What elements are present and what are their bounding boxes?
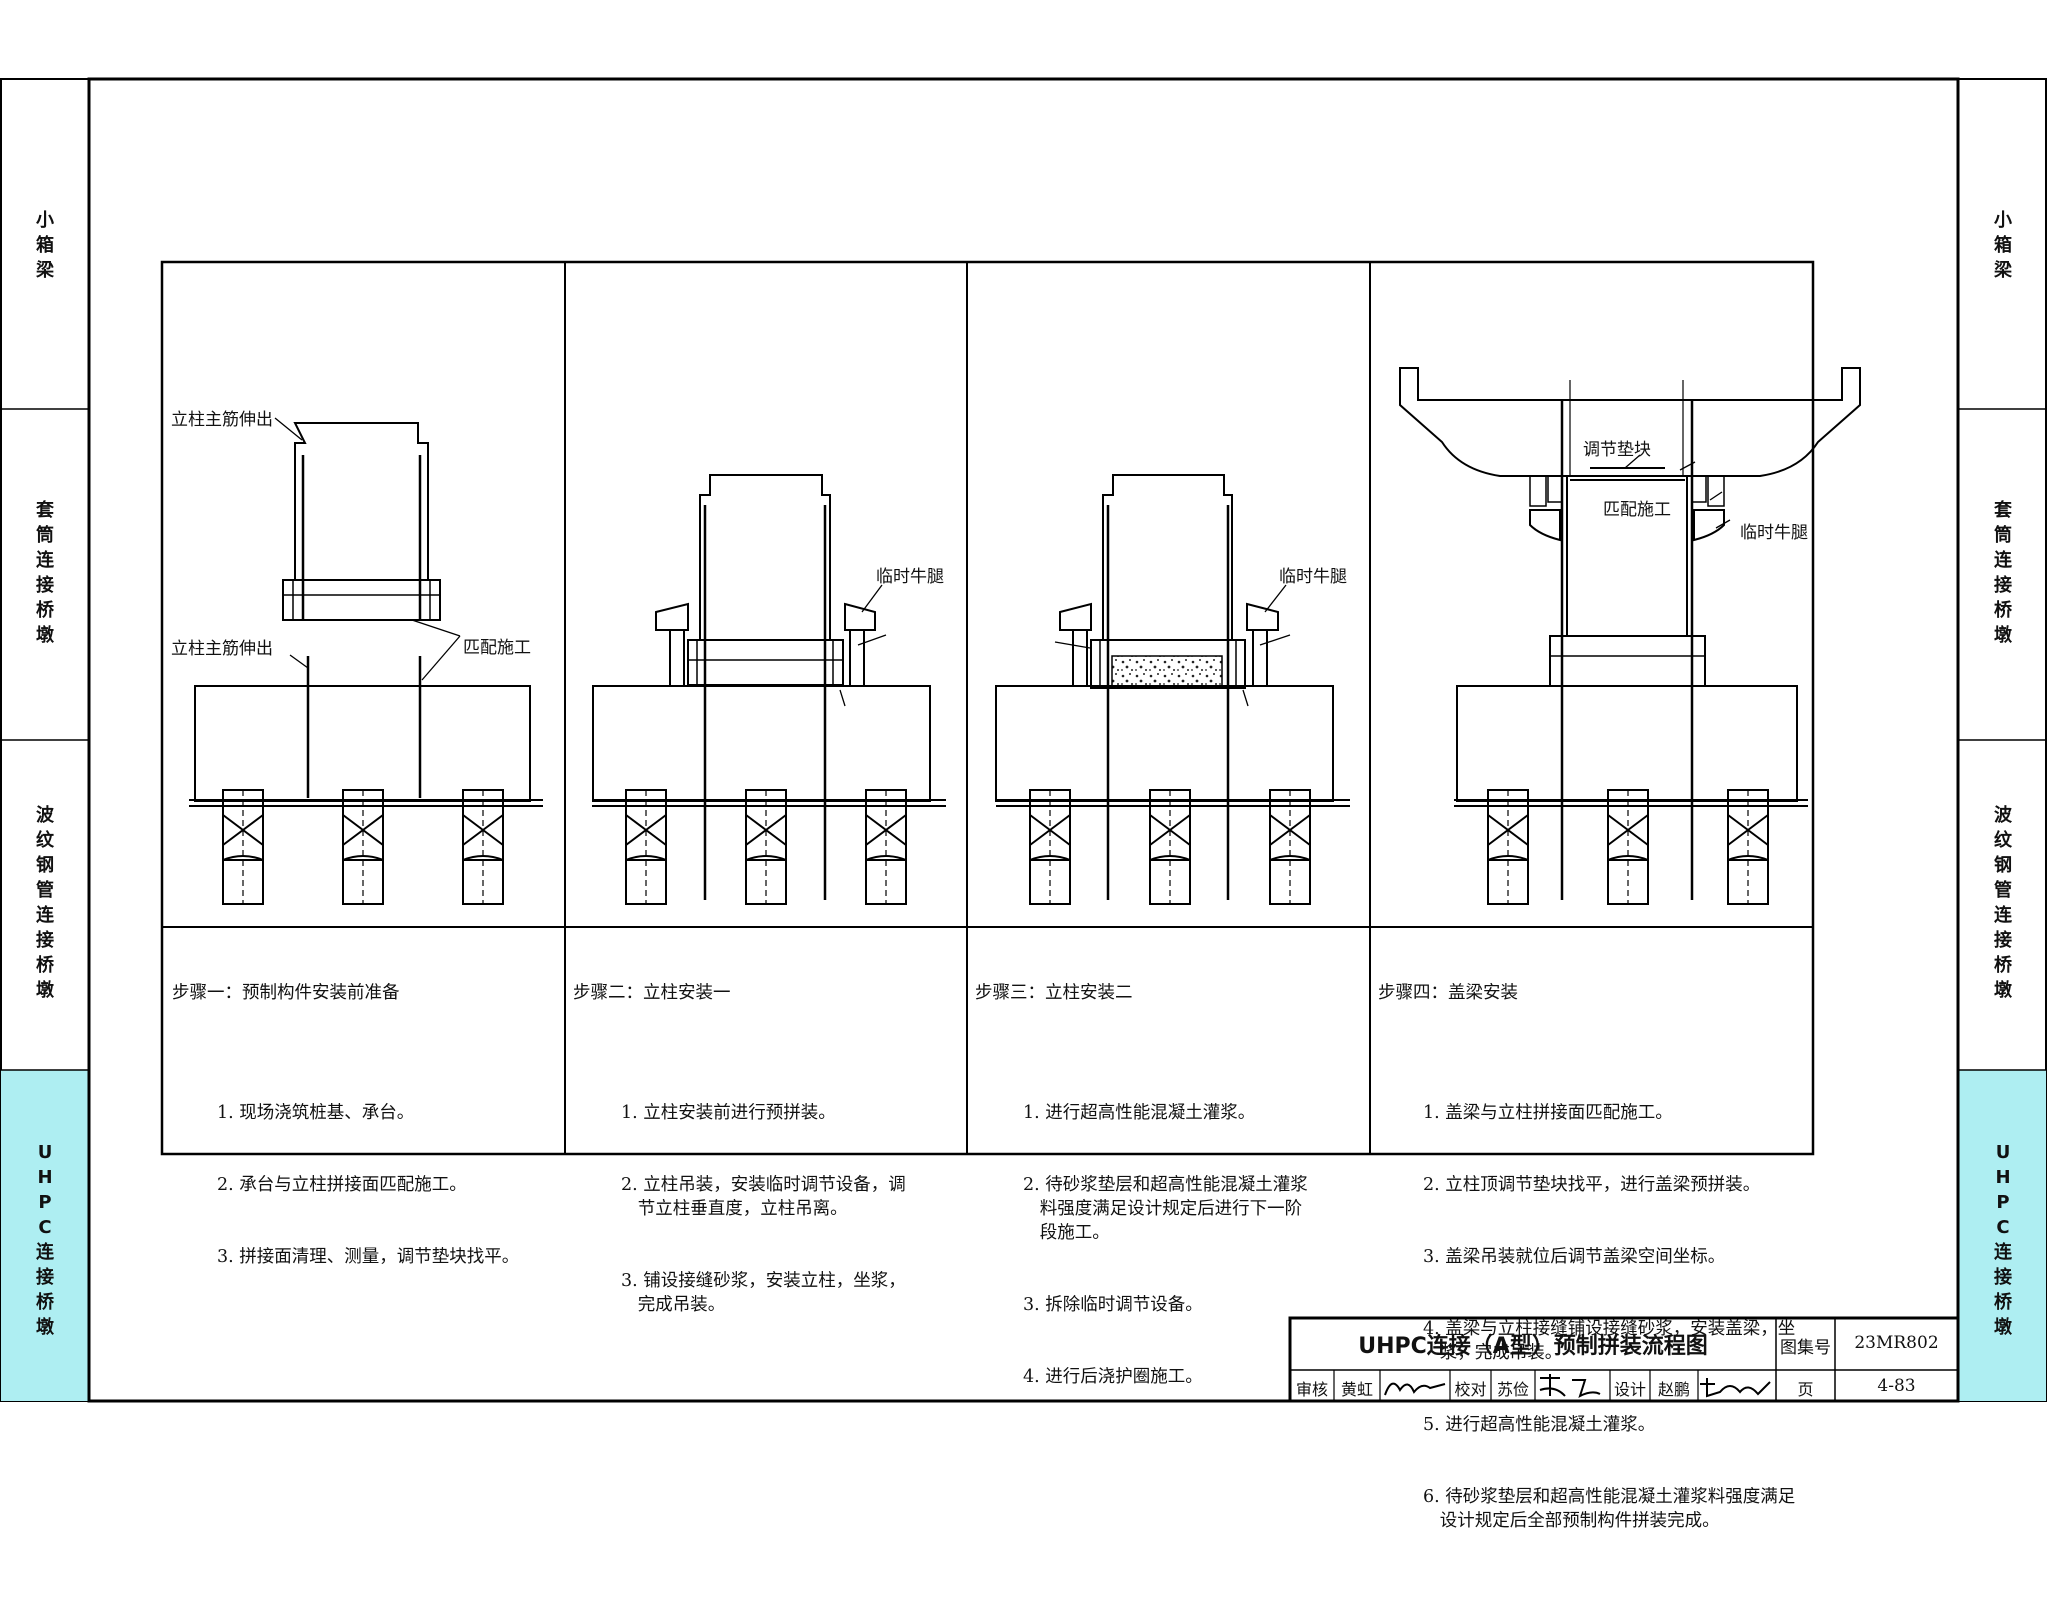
title-block-grid (1288, 1316, 1960, 1403)
step2-drawing (591, 474, 947, 905)
step3-caption: 步骤三：立柱安装二 1. 进行超高性能混凝土灌浆。 2. 待砂浆垫层和超高性能混… (975, 933, 1308, 1461)
step4-item: 4. 盖梁与立柱接缝铺设接缝砂浆，安装盖梁，坐 浆，完成吊装。 (1423, 1319, 1796, 1363)
step2-title: 步骤二：立柱安装一 (573, 983, 731, 1003)
step3-item: 1. 进行超高性能混凝土灌浆。 (1023, 1103, 1256, 1123)
step1-item: 2. 承台与立柱拼接面匹配施工。 (217, 1175, 467, 1195)
side-tab-left-small-box-girder[interactable]: 小 箱 梁 (36, 210, 54, 281)
step1-caption: 步骤一：预制构件安装前准备 1. 现场浇筑桩基、承台。 2. 承台与立柱拼接面匹… (172, 933, 519, 1341)
step2-item: 3. 铺设接缝砂浆，安装立柱，坐浆， 完成吊装。 (621, 1271, 906, 1315)
label-match-construction: 匹配施工 (463, 638, 531, 658)
review-label: 审核 (1295, 1380, 1328, 1399)
step4-item: 6. 待砂浆垫层和超高性能混凝土灌浆料强度满足 设计规定后全部预制构件拼装完成。 (1423, 1487, 1796, 1531)
design-label: 设计 (1613, 1380, 1646, 1399)
drawing-frame (0, 77, 2047, 1403)
side-tab-right-small-box-girder[interactable]: 小 箱 梁 (1994, 210, 2012, 281)
flowchart-drawings (160, 260, 1861, 1156)
label-rebar-top: 立柱主筋伸出 (171, 410, 273, 430)
drawing-title: UHPC连接（A型）预制拼装流程图 (1358, 1334, 1708, 1359)
step2-item: 1. 立柱安装前进行预拼装。 (621, 1103, 836, 1123)
page-label: 页 (1797, 1380, 1814, 1399)
step3-item: 3. 拆除临时调节设备。 (1023, 1295, 1203, 1315)
check-label: 校对 (1454, 1380, 1487, 1399)
step1-title: 步骤一：预制构件安装前准备 (172, 983, 400, 1003)
step4-item: 3. 盖梁吊装就位后调节盖梁空间坐标。 (1423, 1247, 1726, 1267)
label-temp-bracket-2: 临时牛腿 (876, 567, 944, 587)
side-tab-right-sleeve-pier[interactable]: 套 筒 连 接 桥 墩 (1994, 500, 2012, 646)
step4-drawing (1399, 367, 1861, 905)
reviewer-signature (1384, 1382, 1446, 1396)
label-temp-bracket-4: 临时牛腿 (1740, 523, 1808, 543)
step4-title: 步骤四：盖梁安装 (1378, 983, 1518, 1003)
step1-item: 3. 拼接面清理、测量，调节垫块找平。 (217, 1247, 520, 1267)
step1-item: 1. 现场浇筑桩基、承台。 (217, 1103, 415, 1123)
label-match-4: 匹配施工 (1603, 500, 1671, 520)
step4-item: 5. 进行超高性能混凝土灌浆。 (1423, 1415, 1656, 1435)
step3-item: 2. 待砂浆垫层和超高性能混凝土灌浆 料强度满足设计规定后进行下一阶 段施工。 (1023, 1175, 1308, 1243)
step3-item: 4. 进行后浇护圈施工。 (1023, 1367, 1203, 1387)
side-tab-left-sleeve-pier[interactable]: 套 筒 连 接 桥 墩 (36, 500, 54, 646)
checker-signature (1539, 1374, 1601, 1398)
step3-drawing (995, 474, 1351, 905)
designer-signature (1700, 1378, 1771, 1398)
label-temp-bracket-3: 临时牛腿 (1279, 567, 1347, 587)
side-tab-left-corrugated-pier[interactable]: 波 纹 钢 管 连 接 桥 墩 (36, 805, 54, 1001)
side-tab-right-corrugated-pier[interactable]: 波 纹 钢 管 连 接 桥 墩 (1994, 805, 2012, 1001)
step2-item: 2. 立柱吊装，安装临时调节设备，调 节立柱垂直度，立柱吊离。 (621, 1175, 906, 1219)
reviewer-name: 黄虹 (1340, 1380, 1373, 1399)
atlas-number: 23MR802 (1854, 1333, 1939, 1353)
step3-title: 步骤三：立柱安装二 (975, 983, 1133, 1003)
step4-item: 2. 立柱顶调节垫块找平，进行盖梁预拼装。 (1423, 1175, 1761, 1195)
atlas-label: 图集号 (1780, 1338, 1831, 1358)
step2-caption: 步骤二：立柱安装一 1. 立柱安装前进行预拼装。 2. 立柱吊装，安装临时调节设… (573, 933, 906, 1389)
designer-name: 赵鹏 (1657, 1380, 1690, 1399)
label-pad: 调节垫块 (1583, 440, 1651, 460)
step1-drawing (188, 417, 544, 905)
label-rebar-bottom: 立柱主筋伸出 (171, 639, 273, 659)
checker-name: 苏俭 (1496, 1380, 1529, 1399)
page-number: 4-83 (1877, 1376, 1916, 1396)
side-tab-left-uhpc-pier[interactable]: U H P C 连 接 桥 墩 (36, 1142, 54, 1338)
side-tab-right-uhpc-pier[interactable]: U H P C 连 接 桥 墩 (1994, 1142, 2012, 1338)
step4-item: 1. 盖梁与立柱拼接面匹配施工。 (1423, 1103, 1673, 1123)
